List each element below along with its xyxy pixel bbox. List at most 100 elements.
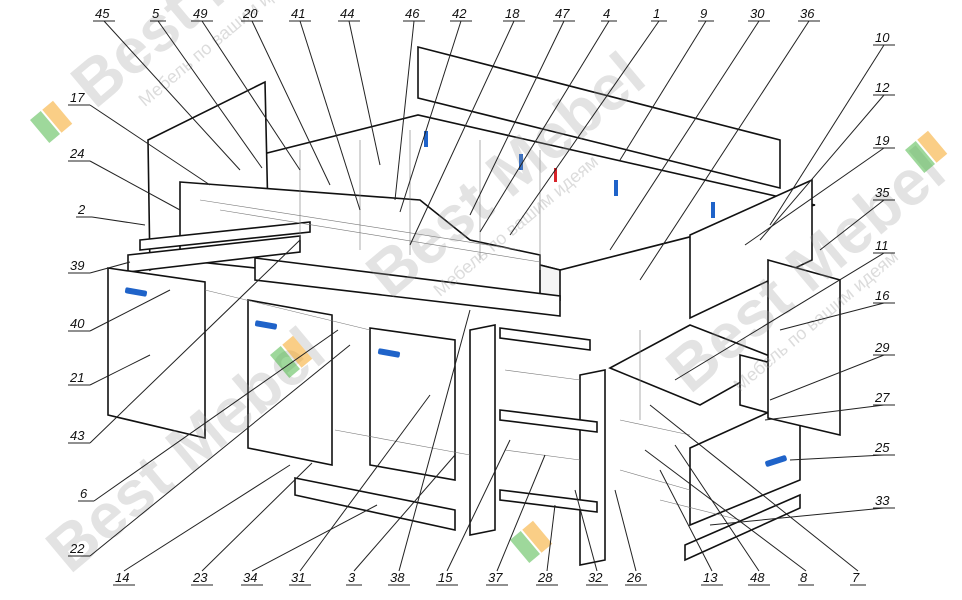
leader-line xyxy=(89,289,171,332)
leader-line xyxy=(479,20,610,233)
leader-line xyxy=(789,454,885,461)
leader-line xyxy=(89,239,301,444)
callout-label-26: 26 xyxy=(626,570,642,585)
leader-line xyxy=(89,344,351,557)
callout-label-2: 2 xyxy=(77,202,86,217)
callout-label-36: 36 xyxy=(800,6,815,21)
leader-line xyxy=(744,147,885,246)
leader-line xyxy=(496,454,546,572)
logo-mark xyxy=(270,335,313,378)
callout-label-42: 42 xyxy=(452,6,467,21)
callout-label-16: 16 xyxy=(875,288,890,303)
callout-label-43: 43 xyxy=(70,428,85,443)
callout-label-40: 40 xyxy=(70,316,85,331)
callout-label-35: 35 xyxy=(875,185,890,200)
leader-line xyxy=(398,309,471,572)
leader-line xyxy=(764,404,885,421)
leader-line xyxy=(89,354,151,386)
leader-line xyxy=(674,444,760,572)
callout-label-34: 34 xyxy=(243,570,257,585)
callout-label-20: 20 xyxy=(242,6,258,21)
callout-label-49: 49 xyxy=(193,6,207,21)
leader-line xyxy=(619,20,707,161)
callout-label-38: 38 xyxy=(390,570,405,585)
callout-label-32: 32 xyxy=(588,570,603,585)
callout-label-41: 41 xyxy=(291,6,305,21)
callout-label-14: 14 xyxy=(115,570,129,585)
callout-label-4: 4 xyxy=(603,6,610,21)
callout-label-18: 18 xyxy=(505,6,520,21)
leader-line xyxy=(709,507,885,526)
leader-line xyxy=(819,199,885,251)
fittings xyxy=(124,131,787,467)
leader-line xyxy=(89,160,181,211)
callout-label-12: 12 xyxy=(875,80,890,95)
leader-line xyxy=(614,489,637,572)
callout-label-33: 33 xyxy=(875,493,890,508)
leader-line xyxy=(509,20,660,236)
callout-label-27: 27 xyxy=(874,390,890,405)
callout-label-19: 19 xyxy=(875,133,889,148)
callout-label-9: 9 xyxy=(700,6,707,21)
callout-label-10: 10 xyxy=(875,30,890,45)
leader-line xyxy=(659,469,713,572)
logo-mark xyxy=(905,130,948,173)
leader-line xyxy=(446,439,511,572)
callout-label-23: 23 xyxy=(192,570,208,585)
leader-line xyxy=(759,94,885,241)
callout-label-24: 24 xyxy=(69,146,84,161)
callout-label-3: 3 xyxy=(348,570,356,585)
callout-label-37: 37 xyxy=(488,570,503,585)
arrow-mark xyxy=(554,168,557,182)
handle-mark xyxy=(377,348,401,358)
leader-line xyxy=(644,449,807,572)
arrow-mark xyxy=(424,131,428,147)
leader-line xyxy=(394,20,415,201)
callout-label-44: 44 xyxy=(340,6,354,21)
callout-label-5: 5 xyxy=(152,6,160,21)
leader-line xyxy=(649,404,859,572)
leader-line xyxy=(93,329,339,502)
leader-line xyxy=(251,20,331,186)
leader-line xyxy=(609,20,760,251)
callout-label-30: 30 xyxy=(750,6,765,21)
leader-line xyxy=(769,354,885,401)
arrow-mark xyxy=(711,202,715,218)
leader-line xyxy=(348,20,381,166)
handle-mark xyxy=(254,320,278,330)
leader-line xyxy=(409,20,515,246)
leader-line xyxy=(574,489,598,572)
arrow-mark xyxy=(614,180,618,196)
leader-line xyxy=(157,20,263,169)
leader-line xyxy=(251,504,378,572)
handle-mark xyxy=(765,455,787,467)
leader-line xyxy=(91,216,146,226)
arrow-mark xyxy=(519,154,523,170)
leader-line xyxy=(779,302,885,331)
handle-mark xyxy=(124,287,148,297)
callout-label-28: 28 xyxy=(537,570,553,585)
leader-line xyxy=(103,20,241,171)
leader-line xyxy=(201,20,301,171)
callout-label-11: 11 xyxy=(875,238,889,253)
furniture-parts xyxy=(107,45,841,566)
callout-label-31: 31 xyxy=(291,570,305,585)
leader-line xyxy=(299,20,361,211)
callout-label-29: 29 xyxy=(874,340,889,355)
leader-line xyxy=(123,464,291,572)
callout-label-22: 22 xyxy=(69,541,85,556)
callout-label-46: 46 xyxy=(405,6,420,21)
leader-line xyxy=(89,261,131,274)
logo-mark xyxy=(509,520,553,563)
callout-label-15: 15 xyxy=(438,570,453,585)
leader-line xyxy=(469,20,565,216)
leader-line xyxy=(546,504,556,572)
leader-line xyxy=(89,104,211,186)
leader-line xyxy=(639,20,810,281)
callout-label-48: 48 xyxy=(750,570,765,585)
callout-label-13: 13 xyxy=(703,570,718,585)
callout-label-45: 45 xyxy=(95,6,110,21)
